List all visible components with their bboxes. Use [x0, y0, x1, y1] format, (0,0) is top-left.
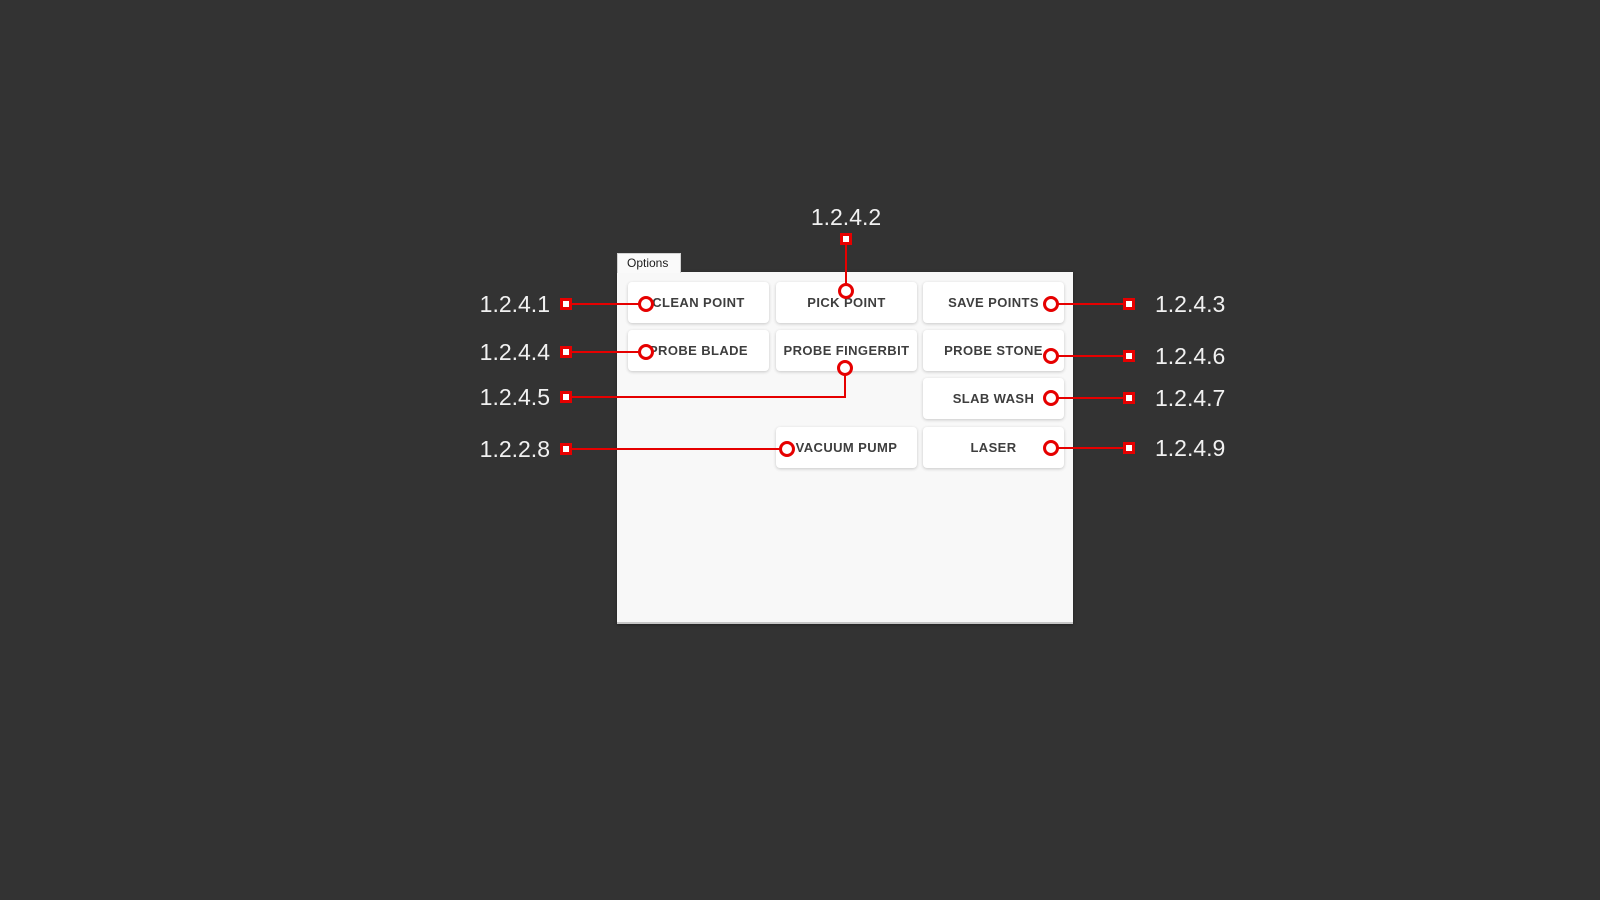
button-slab-wash[interactable]: SLAB WASH: [923, 378, 1064, 419]
callout-square-endpoint: [560, 346, 572, 358]
callout-line: [844, 368, 846, 398]
callout-circle-endpoint: [779, 441, 795, 457]
callout-line: [566, 351, 646, 353]
callout-square-endpoint: [1123, 298, 1135, 310]
callout-circle-endpoint: [1043, 390, 1059, 406]
callout-square-endpoint: [1123, 442, 1135, 454]
callout-square-endpoint: [1123, 392, 1135, 404]
callout-line: [845, 239, 847, 291]
callout-circle-endpoint: [837, 360, 853, 376]
callout-square-endpoint: [840, 233, 852, 245]
callout-line: [1051, 303, 1129, 305]
button-probe-stone[interactable]: PROBE STONE: [923, 330, 1064, 371]
callout-square-endpoint: [560, 298, 572, 310]
button-laser[interactable]: LASER: [923, 427, 1064, 468]
callout-square-endpoint: [1123, 350, 1135, 362]
callout-label-1-2-4-9: 1.2.4.9: [1155, 435, 1226, 461]
button-save-points[interactable]: SAVE POINTS: [923, 282, 1064, 323]
callout-label-1-2-4-4: 1.2.4.4: [479, 339, 550, 365]
callout-label-1-2-4-5: 1.2.4.5: [479, 384, 550, 410]
callout-line: [566, 303, 646, 305]
callout-square-endpoint: [560, 391, 572, 403]
callout-label-1-2-4-2: 1.2.4.2: [810, 204, 882, 230]
callout-circle-endpoint: [1043, 348, 1059, 364]
callout-circle-endpoint: [1043, 296, 1059, 312]
tab-options[interactable]: Options: [617, 253, 681, 273]
button-vacuum-pump[interactable]: VACUUM PUMP: [776, 427, 917, 468]
callout-label-1-2-4-6: 1.2.4.6: [1155, 343, 1226, 369]
callout-circle-endpoint: [638, 296, 654, 312]
callout-line: [566, 396, 845, 398]
callout-line: [1051, 397, 1129, 399]
callout-circle-endpoint: [638, 344, 654, 360]
callout-label-1-2-2-8: 1.2.2.8: [479, 436, 550, 462]
callout-circle-endpoint: [1043, 440, 1059, 456]
callout-line: [1051, 447, 1129, 449]
callout-circle-endpoint: [838, 283, 854, 299]
callout-line: [566, 448, 787, 450]
callout-label-1-2-4-7: 1.2.4.7: [1155, 385, 1226, 411]
callout-label-1-2-4-1: 1.2.4.1: [479, 291, 550, 317]
callout-label-1-2-4-3: 1.2.4.3: [1155, 291, 1226, 317]
callout-line: [1051, 355, 1129, 357]
callout-square-endpoint: [560, 443, 572, 455]
